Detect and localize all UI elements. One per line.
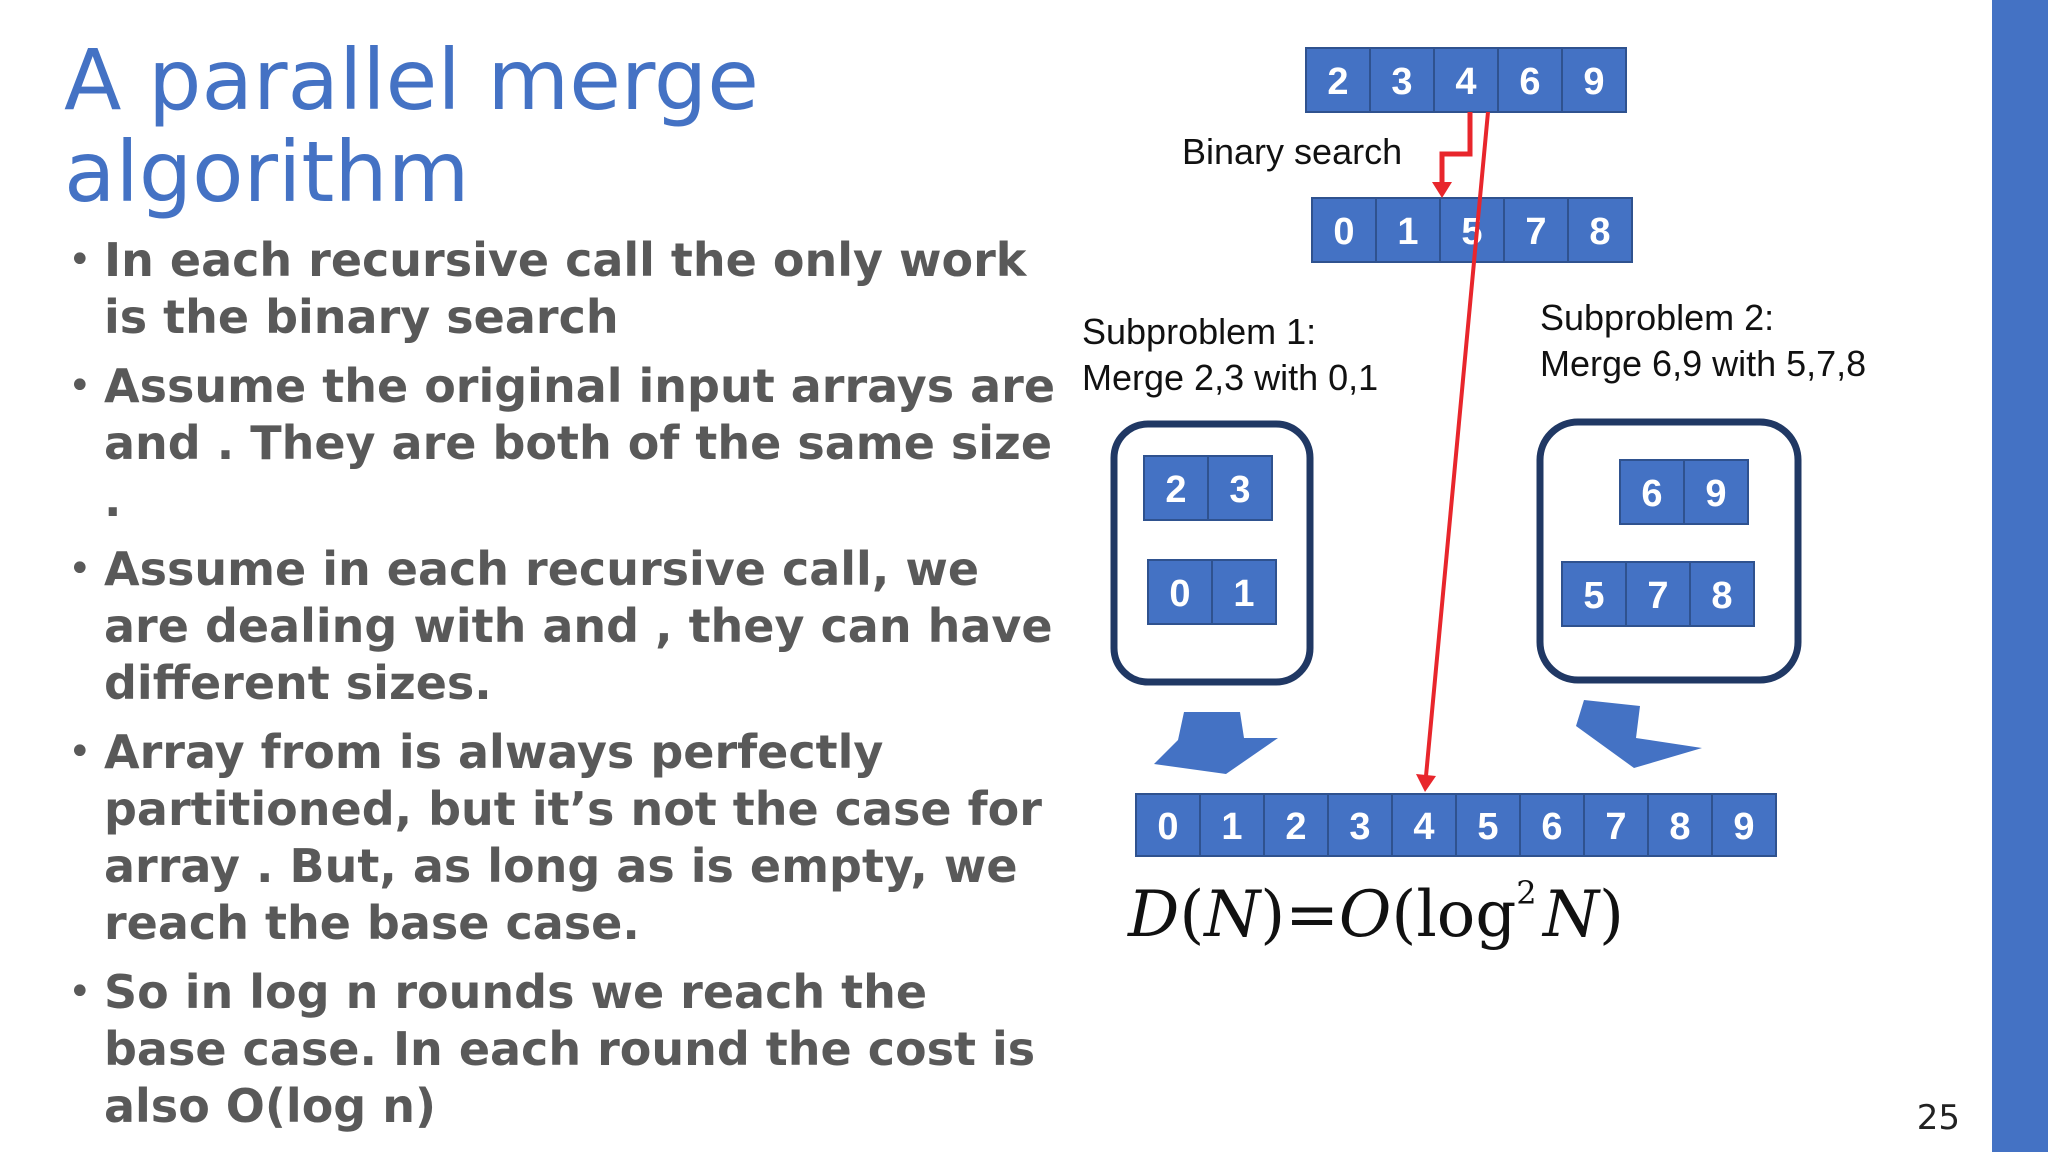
formula-arg: N [1204, 878, 1261, 952]
merged-array-cell-value: 9 [1733, 806, 1754, 848]
sub1-a-array-cell-value: 3 [1229, 469, 1250, 511]
sub1-b-array-cell [1211, 559, 1277, 625]
bullet-dot-icon: • [68, 969, 92, 1015]
sub1-a-array-cell [1143, 455, 1209, 521]
merged-array-cell-value: 3 [1349, 806, 1370, 848]
placement-arrowhead-icon [1416, 774, 1436, 792]
page-number: 25 [1916, 1098, 1960, 1138]
top-array-cell [1369, 47, 1435, 113]
merged-array-cell-value: 0 [1157, 806, 1178, 848]
merged-array-cell-value: 5 [1477, 806, 1498, 848]
sub2-b-array-cell-value: 5 [1583, 575, 1604, 617]
sub1-b-array-cell [1147, 559, 1213, 625]
down-arrow-right-icon [1576, 700, 1702, 768]
second-array-cell-value: 8 [1589, 211, 1610, 253]
merged-array-cell [1583, 793, 1649, 857]
sub1-b-array-cell-value: 1 [1233, 573, 1254, 615]
slide-title: A parallel merge algorithm [64, 31, 759, 221]
sub2-b-array-cell-value: 7 [1647, 575, 1668, 617]
merged-array-cell-value: 1 [1221, 806, 1242, 848]
sub2-a-array-cell-value: 9 [1705, 473, 1726, 515]
top-array-cell-value: 9 [1583, 61, 1604, 103]
second-array-cell [1567, 197, 1633, 263]
binary-search-arrowhead-icon [1432, 182, 1452, 198]
bullet-text: Assume in each recursive call, we are de… [104, 542, 1053, 710]
second-array-cell-value: 1 [1397, 211, 1418, 253]
bullet-text: Assume the original input arrays are and… [104, 359, 1056, 527]
top-array-cell [1561, 47, 1627, 113]
subproblem-1-desc: Merge 2,3 with 0,1 [1082, 357, 1378, 398]
formula-big-o: O [1338, 878, 1392, 952]
formula-log-arg: N [1543, 878, 1600, 952]
slide-accent-bar [1992, 0, 2048, 1152]
top-array-cell-value: 4 [1455, 61, 1476, 103]
placement-pointer [1424, 111, 1490, 777]
merged-array-cell [1455, 793, 1521, 857]
merged-array-cell [1327, 793, 1393, 857]
sub2-a-array-cell-value: 6 [1641, 473, 1662, 515]
sub1-b-array-cell-value: 0 [1169, 573, 1190, 615]
merged-array-cell-value: 2 [1285, 806, 1306, 848]
top-array-cell [1497, 47, 1563, 113]
merged-array-cell [1519, 793, 1585, 857]
merged-array-cell-value: 8 [1669, 806, 1690, 848]
sub1-a-array-cell [1207, 455, 1273, 521]
down-arrow-left-icon [1154, 712, 1278, 774]
second-array-cell [1311, 197, 1377, 263]
top-array-cell-value: 3 [1391, 61, 1412, 103]
bullet-text: Array from is always perfectly partition… [104, 725, 1042, 950]
merged-array-cell [1711, 793, 1777, 857]
formula-exp: 2 [1516, 874, 1537, 912]
merged-array-cell-value: 7 [1605, 806, 1626, 848]
binary-search-pointer [1439, 112, 1473, 184]
merged-array-cell [1199, 793, 1265, 857]
subproblem-2-desc: Merge 6,9 with 5,7,8 [1540, 343, 1866, 384]
merged-array-cell-value: 4 [1413, 806, 1434, 848]
bullet-dot-icon: • [68, 546, 92, 592]
merged-array-cell [1263, 793, 1329, 857]
bullet-list: • In each recursive call the only work is… [64, 232, 1064, 1147]
bullet-item: • So in log n rounds we reach the base ca… [64, 964, 1064, 1135]
depth-formula: D(N)=O(log2 N) [1128, 874, 1624, 952]
second-array-cell [1439, 197, 1505, 263]
bullet-text: So in log n rounds we reach the base cas… [104, 965, 1036, 1133]
sub1-a-array-cell-value: 2 [1165, 469, 1186, 511]
second-array-cell-value: 0 [1333, 211, 1354, 253]
sub2-a-array-cell [1683, 459, 1749, 525]
bullet-dot-icon: • [68, 729, 92, 775]
merged-array-cell [1647, 793, 1713, 857]
second-array-cell-value: 7 [1525, 211, 1546, 253]
formula-eq: = [1285, 878, 1339, 952]
bullet-item: • Assume the original input arrays are an… [64, 358, 1064, 529]
top-array-cell-value: 6 [1519, 61, 1540, 103]
subproblem-2-box [1536, 418, 1802, 684]
merged-array-cell-value: 6 [1541, 806, 1562, 848]
top-array-cell-value: 2 [1327, 61, 1348, 103]
subproblem-1-title: Subproblem 1: [1082, 311, 1316, 352]
sub2-a-array-cell [1619, 459, 1685, 525]
bullet-dot-icon: • [68, 237, 92, 283]
formula-log: log [1416, 878, 1517, 952]
subproblem-2-title: Subproblem 2: [1540, 297, 1774, 338]
sub2-b-array-cell [1689, 561, 1755, 627]
bullet-dot-icon: • [68, 363, 92, 409]
bullet-item: • Assume in each recursive call, we are d… [64, 541, 1064, 712]
second-array-cell [1503, 197, 1569, 263]
binary-search-label: Binary search [1182, 131, 1402, 172]
merged-array-cell [1135, 793, 1201, 857]
sub2-b-array-cell-value: 8 [1711, 575, 1732, 617]
bullet-text: In each recursive call the only work is … [104, 233, 1027, 344]
top-array-cell [1305, 47, 1371, 113]
bullet-item: • In each recursive call the only work is… [64, 232, 1064, 346]
bullet-item: • Array from is always perfectly partitio… [64, 724, 1064, 952]
subproblem-1-box [1110, 420, 1314, 686]
formula-lhs: D [1128, 878, 1180, 952]
